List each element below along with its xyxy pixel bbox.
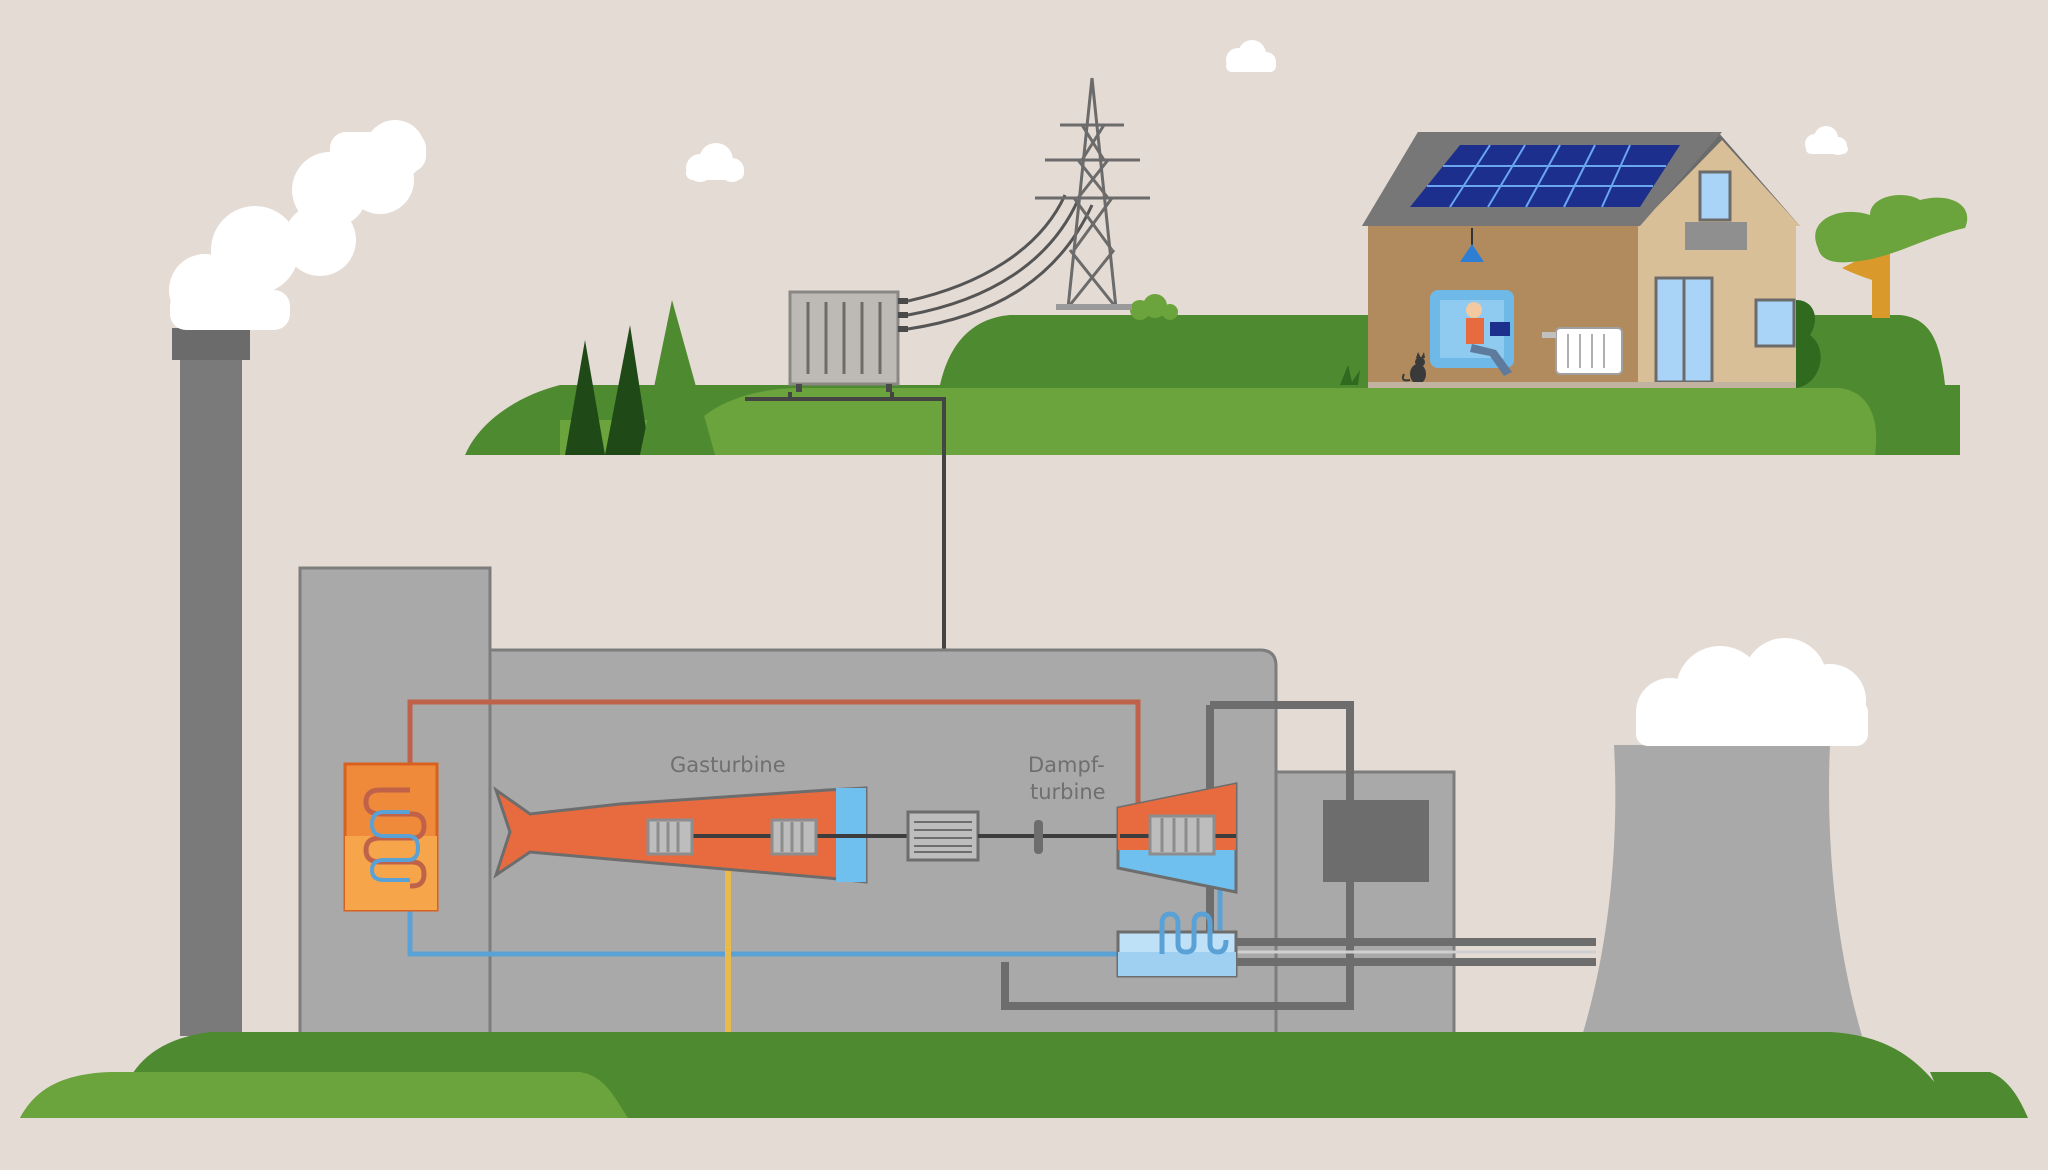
cloud-icon [686, 143, 744, 182]
lower-ground [20, 1032, 2028, 1118]
house-icon [1362, 132, 1800, 388]
tree-icon [1815, 195, 1968, 318]
heat-exchanger-icon [343, 762, 439, 912]
cooling-tower-icon [1582, 638, 1868, 1036]
smoke-stack-icon [169, 120, 426, 1036]
steam-turbine [1116, 782, 1238, 894]
transformer-icon [788, 290, 908, 392]
transmission-lines [907, 194, 1094, 331]
steam-turbine-label-line2: turbine [1030, 780, 1106, 804]
condenser-icon [1116, 911, 1238, 978]
bush-icon [1796, 300, 1821, 388]
gas-turbine-label: Gasturbine [670, 753, 786, 777]
radiator-icon [1542, 327, 1623, 375]
bush-icon [1130, 294, 1178, 320]
exhaust-heat-line [407, 699, 1141, 808]
steam-turbine-label-line1: Dampf- [1028, 753, 1105, 777]
ceiling-lamp-icon [1460, 228, 1484, 262]
cat-icon [1401, 352, 1426, 384]
gas-turbine [493, 786, 910, 884]
cloud-icon [1636, 638, 1868, 746]
grass-tuft [1340, 365, 1360, 385]
plant-building [298, 566, 1456, 1040]
cloud-icon [1226, 40, 1276, 72]
tree-icon [565, 300, 715, 455]
solar-panel-icon [1410, 144, 1680, 208]
transmission-tower-icon [1035, 77, 1150, 310]
compressor-blades [646, 818, 818, 856]
coupling [1034, 820, 1043, 854]
generator-icon [906, 810, 980, 862]
cloud-icon [169, 120, 426, 330]
cloud-icon [1805, 126, 1848, 155]
